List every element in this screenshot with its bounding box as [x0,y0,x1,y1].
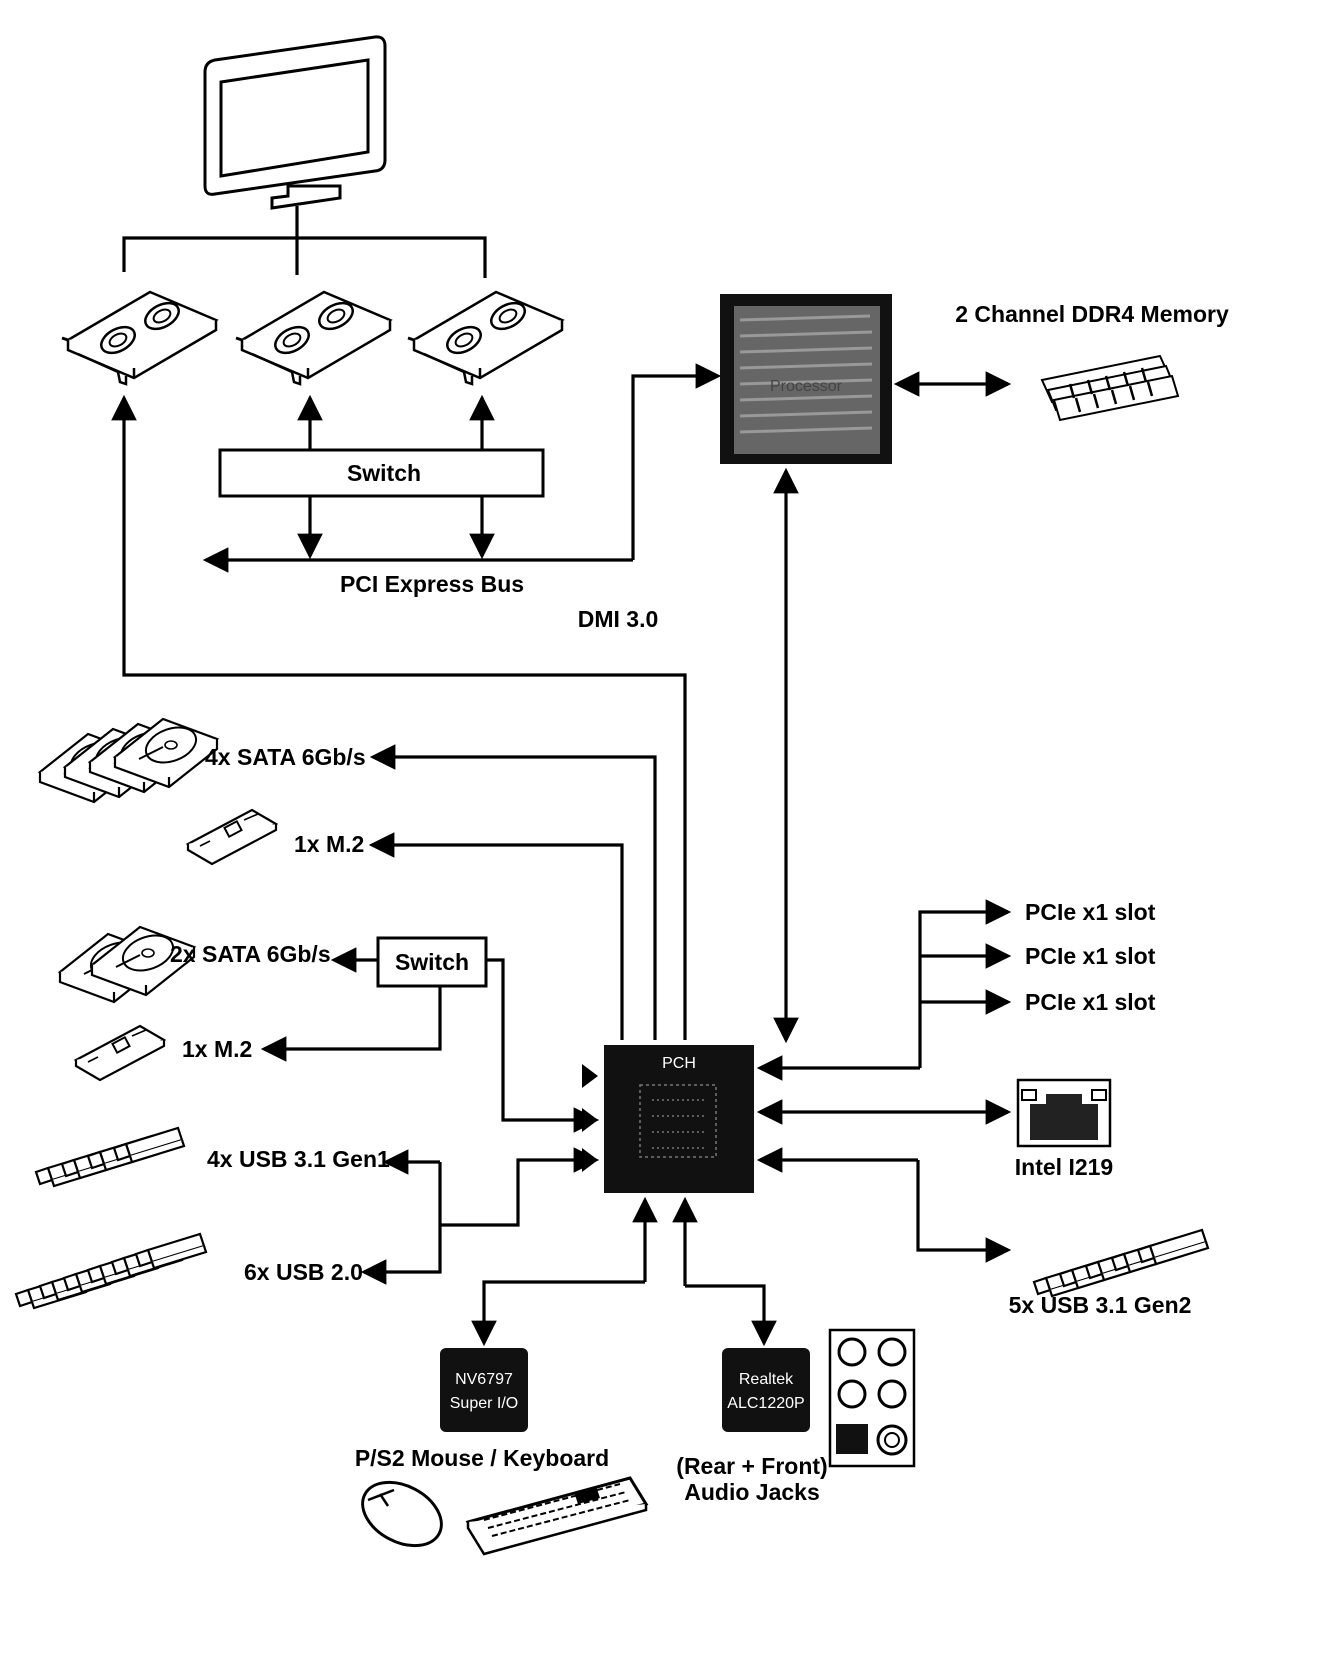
pcie-switch-box [218,448,545,498]
graphics-card-icon [234,290,392,386]
processor-label: Processor [770,378,843,395]
usb31g2-label: 5x USB 3.1 Gen2 [1009,1292,1192,1318]
pch-label: PCH [662,1055,696,1072]
m2-top-label: 1x M.2 [294,831,364,857]
graphics-card-icon [406,290,564,386]
lan-label: Intel I219 [1015,1154,1113,1180]
audio-jacks-icon [828,1328,916,1468]
superio-line1: NV6797 [455,1371,513,1388]
m2-bottom-label: 1x M.2 [182,1036,252,1062]
keyboard-icon [465,1476,649,1556]
usb-stick-icon [34,1126,186,1188]
audio-chip: Realtek ALC1220P [722,1348,810,1432]
usb20-label: 6x USB 2.0 [244,1259,363,1285]
monitor-icon [203,35,387,210]
memory-label: 2 Channel DDR4 Memory [955,301,1229,327]
graphics-card-icon [60,290,218,386]
pch-chip: PCH [604,1045,754,1193]
ethernet-port-icon [1016,1078,1112,1148]
sata-switch-box [376,936,488,988]
audio-chip-line1: Realtek [739,1371,794,1388]
switch-mid-label: Switch [395,949,469,975]
sata2-label: 2x SATA 6Gb/s [170,941,331,967]
sata4-label: 4x SATA 6Gb/s [205,744,366,770]
super-io-chip: NV6797 Super I/O [440,1348,528,1432]
pcie1-label: PCIe x1 slot [1025,899,1156,925]
cpu-icon: Processor [720,294,892,464]
m2-ssd-icon [74,1024,166,1082]
m2-ssd-icon [186,808,278,866]
audio-jacks-line2: Audio Jacks [684,1479,820,1505]
superio-line2: Super I/O [450,1395,518,1412]
dmi-label: DMI 3.0 [578,606,659,632]
audio-chip-line2: ALC1220P [727,1395,804,1412]
mouse-icon [361,1480,443,1548]
hard-drive-icon [38,717,219,804]
usb-stick-icon [14,1232,208,1310]
usb-stick-icon [1032,1228,1210,1298]
pcie2-label: PCIe x1 slot [1025,943,1156,969]
pci-express-bus-label: PCI Express Bus [340,571,524,597]
memory-modules-icon [1040,354,1180,422]
pcie3-label: PCIe x1 slot [1025,989,1156,1015]
ps2-label: P/S2 Mouse / Keyboard [355,1445,609,1471]
usb31g1-label: 4x USB 3.1 Gen1 [207,1146,390,1172]
switch-top-label: Switch [347,460,421,486]
audio-jacks-line1: (Rear + Front) [676,1453,827,1479]
